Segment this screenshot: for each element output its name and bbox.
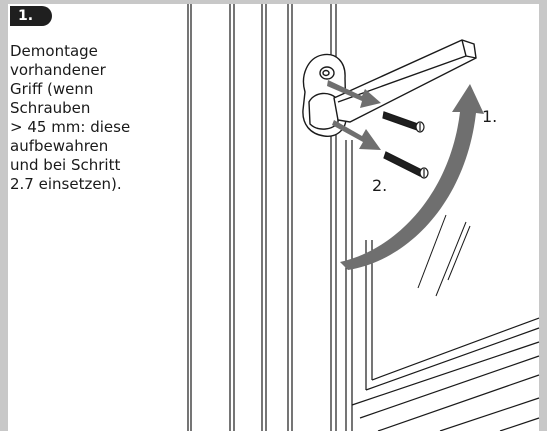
callout-1: 1. <box>482 107 497 126</box>
glass-reflection <box>417 214 471 297</box>
rotation-arrow <box>340 84 484 270</box>
screw-lower <box>383 151 429 179</box>
handle-base <box>302 53 347 137</box>
screw-upper <box>382 111 425 133</box>
step-instruction-text: Demontage vorhandener Griff (wenn Schrau… <box>10 42 131 193</box>
callout-2: 2. <box>372 176 387 195</box>
step-number-badge: 1. <box>10 6 52 26</box>
window-sash <box>345 140 540 431</box>
window-frame <box>187 4 337 431</box>
removal-arrow-upper <box>327 80 381 108</box>
removal-arrow-lower <box>332 120 381 150</box>
